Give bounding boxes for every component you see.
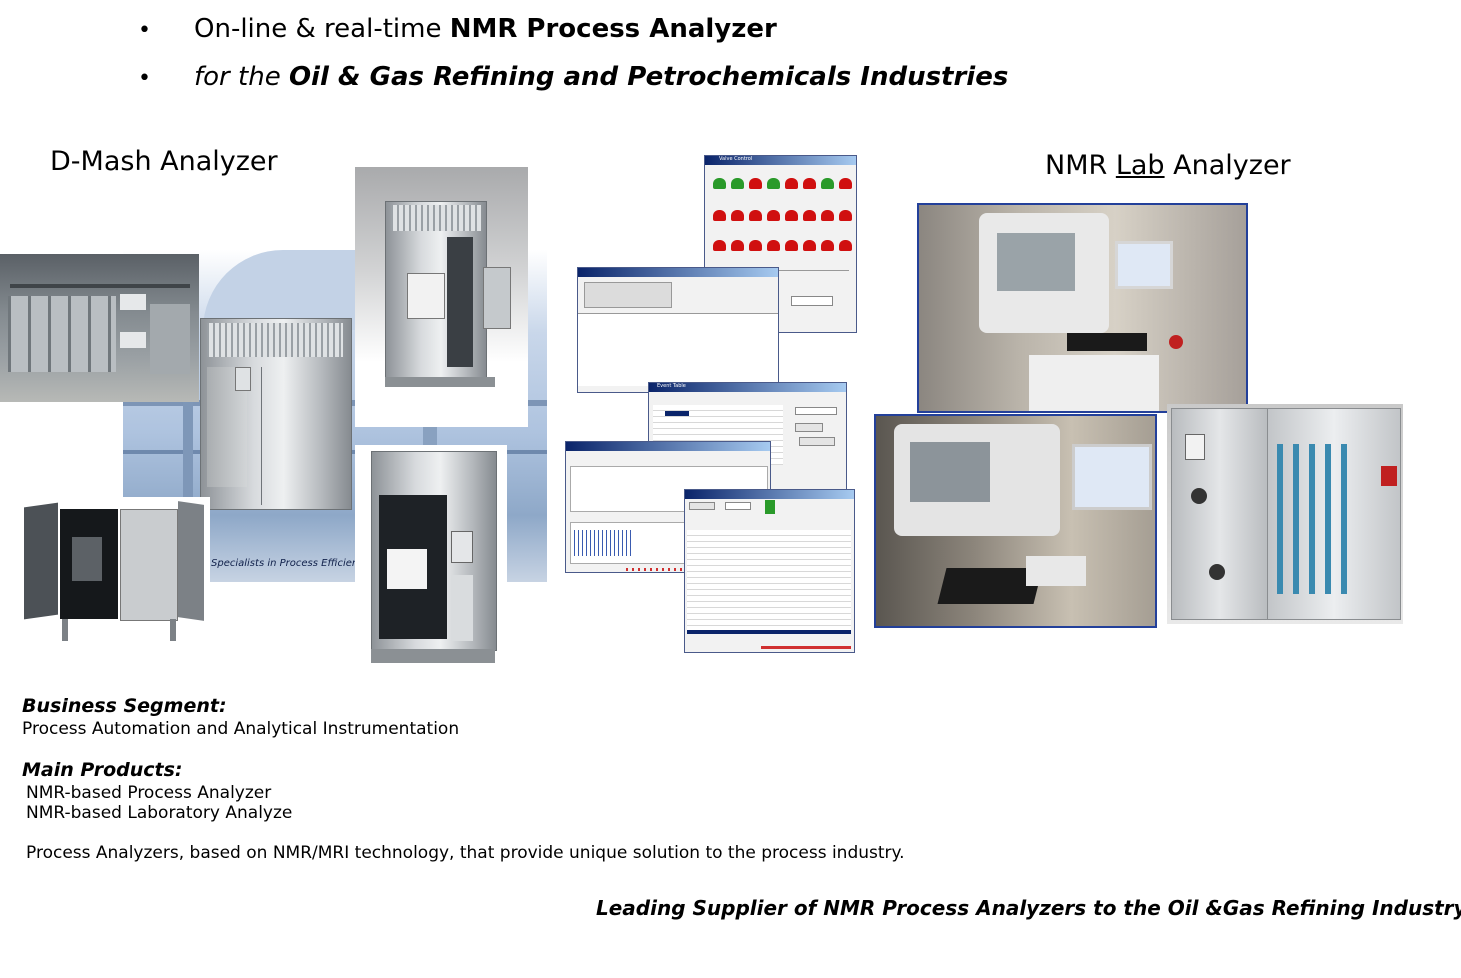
tagline: Leading Supplier of NMR Process Analyzer… bbox=[596, 896, 1461, 920]
data-grid-window bbox=[684, 489, 855, 653]
dmash-cabinet-large bbox=[200, 318, 352, 510]
bullet-2-bold-italic: Oil & Gas Refining and Petrochemicals In… bbox=[288, 62, 1009, 92]
dmash-heading: D-Mash Analyzer bbox=[50, 146, 278, 177]
main-product-item: NMR-based Laboratory Analyze bbox=[26, 803, 293, 823]
dmash-open-electronics-photo bbox=[355, 445, 507, 665]
dmash-open-cabinet-photo bbox=[20, 497, 210, 645]
bullet-line-2: for the Oil & Gas Refining and Petrochem… bbox=[194, 62, 1008, 92]
main-products-label: Main Products: bbox=[22, 759, 183, 781]
business-segment-label: Business Segment: bbox=[22, 695, 227, 717]
warehouse-cabinets-photo bbox=[0, 254, 199, 402]
nmr-heading-prefix: NMR bbox=[1045, 150, 1116, 181]
refinery-caption: Specialists in Process Efficiency bbox=[211, 558, 370, 569]
nmr-process-cabinet-photo bbox=[1167, 404, 1403, 624]
nmr-lab-heading: NMR Lab Analyzer bbox=[1045, 150, 1291, 181]
bullet-line-1: On-line & real-time NMR Process Analyzer bbox=[194, 14, 777, 44]
business-segment-value: Process Automation and Analytical Instru… bbox=[22, 719, 460, 739]
main-product-item: NMR-based Process Analyzer bbox=[26, 783, 272, 803]
bullet-1-bold: NMR Process Analyzer bbox=[449, 14, 777, 44]
valve-control-title: Valve Control bbox=[719, 156, 753, 162]
nmr-lab-photo-2 bbox=[874, 414, 1157, 628]
bullet-1-plain: On-line & real-time bbox=[194, 14, 450, 44]
bullet-2-italic: for the bbox=[194, 62, 289, 92]
dmash-tall-cabinet-photo bbox=[355, 167, 528, 427]
nmr-lab-photo-1 bbox=[917, 203, 1248, 413]
nmr-heading-lab: Lab bbox=[1115, 150, 1165, 181]
bullet-dot: • bbox=[138, 18, 151, 43]
pc-anywhere-window bbox=[577, 267, 779, 393]
description-text: Process Analyzers, based on NMR/MRI tech… bbox=[26, 843, 905, 863]
event-table-title: Event Table bbox=[657, 383, 686, 389]
bullet-dot: • bbox=[138, 66, 151, 91]
nmr-heading-suffix: Analyzer bbox=[1164, 150, 1291, 181]
valve-grid bbox=[709, 170, 852, 262]
valve-control-titlebar: Valve Control bbox=[705, 156, 856, 165]
